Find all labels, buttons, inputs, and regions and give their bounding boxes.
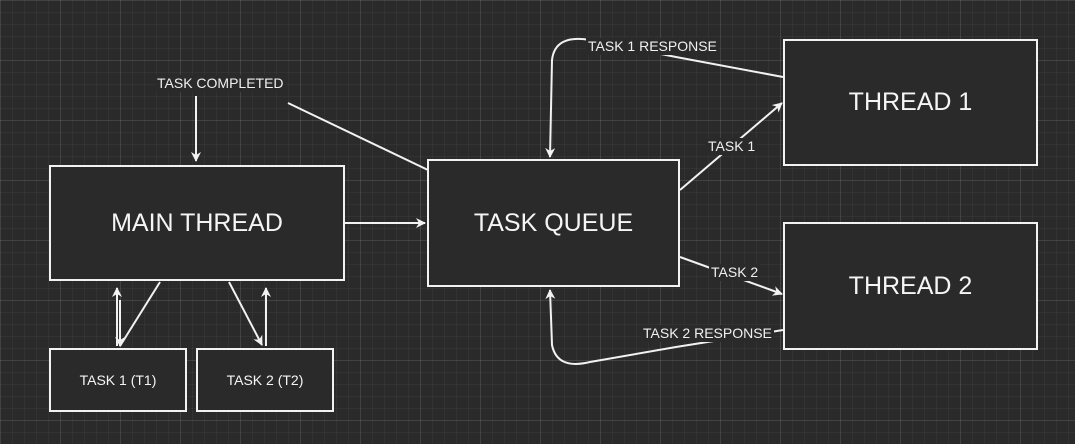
task-queue-node: TASK QUEUE <box>427 159 680 287</box>
edge-thread2-response <box>545 289 784 365</box>
task-2-t2-node: TASK 2 (T2) <box>196 348 334 412</box>
thread-2-label: THREAD 2 <box>848 271 973 300</box>
task-1-edge-label: TASK 1 <box>706 138 758 155</box>
edge-main-to-task1 <box>119 281 161 347</box>
main-thread-node: MAIN THREAD <box>49 165 345 281</box>
task-2-edge-label: TASK 2 <box>709 264 761 281</box>
task-completed-label: TASK COMPLETED <box>155 75 286 92</box>
task-queue-label: TASK QUEUE <box>473 208 634 237</box>
thread-2-node: THREAD 2 <box>783 222 1038 350</box>
task-1-t1-label: TASK 1 (T1) <box>79 372 157 388</box>
edge-main-to-task2 <box>228 281 263 346</box>
thread-1-node: THREAD 1 <box>783 39 1038 166</box>
task-1-t1-node: TASK 1 (T1) <box>49 348 187 412</box>
task-1-response-label: TASK 1 RESPONSE <box>586 38 719 55</box>
task-2-response-label: TASK 2 RESPONSE <box>641 325 774 342</box>
main-thread-label: MAIN THREAD <box>111 208 283 237</box>
thread-1-label: THREAD 1 <box>848 88 973 116</box>
task-2-t2-label: TASK 2 (T2) <box>226 372 304 388</box>
edge-queue-to-task-completed <box>287 102 429 171</box>
